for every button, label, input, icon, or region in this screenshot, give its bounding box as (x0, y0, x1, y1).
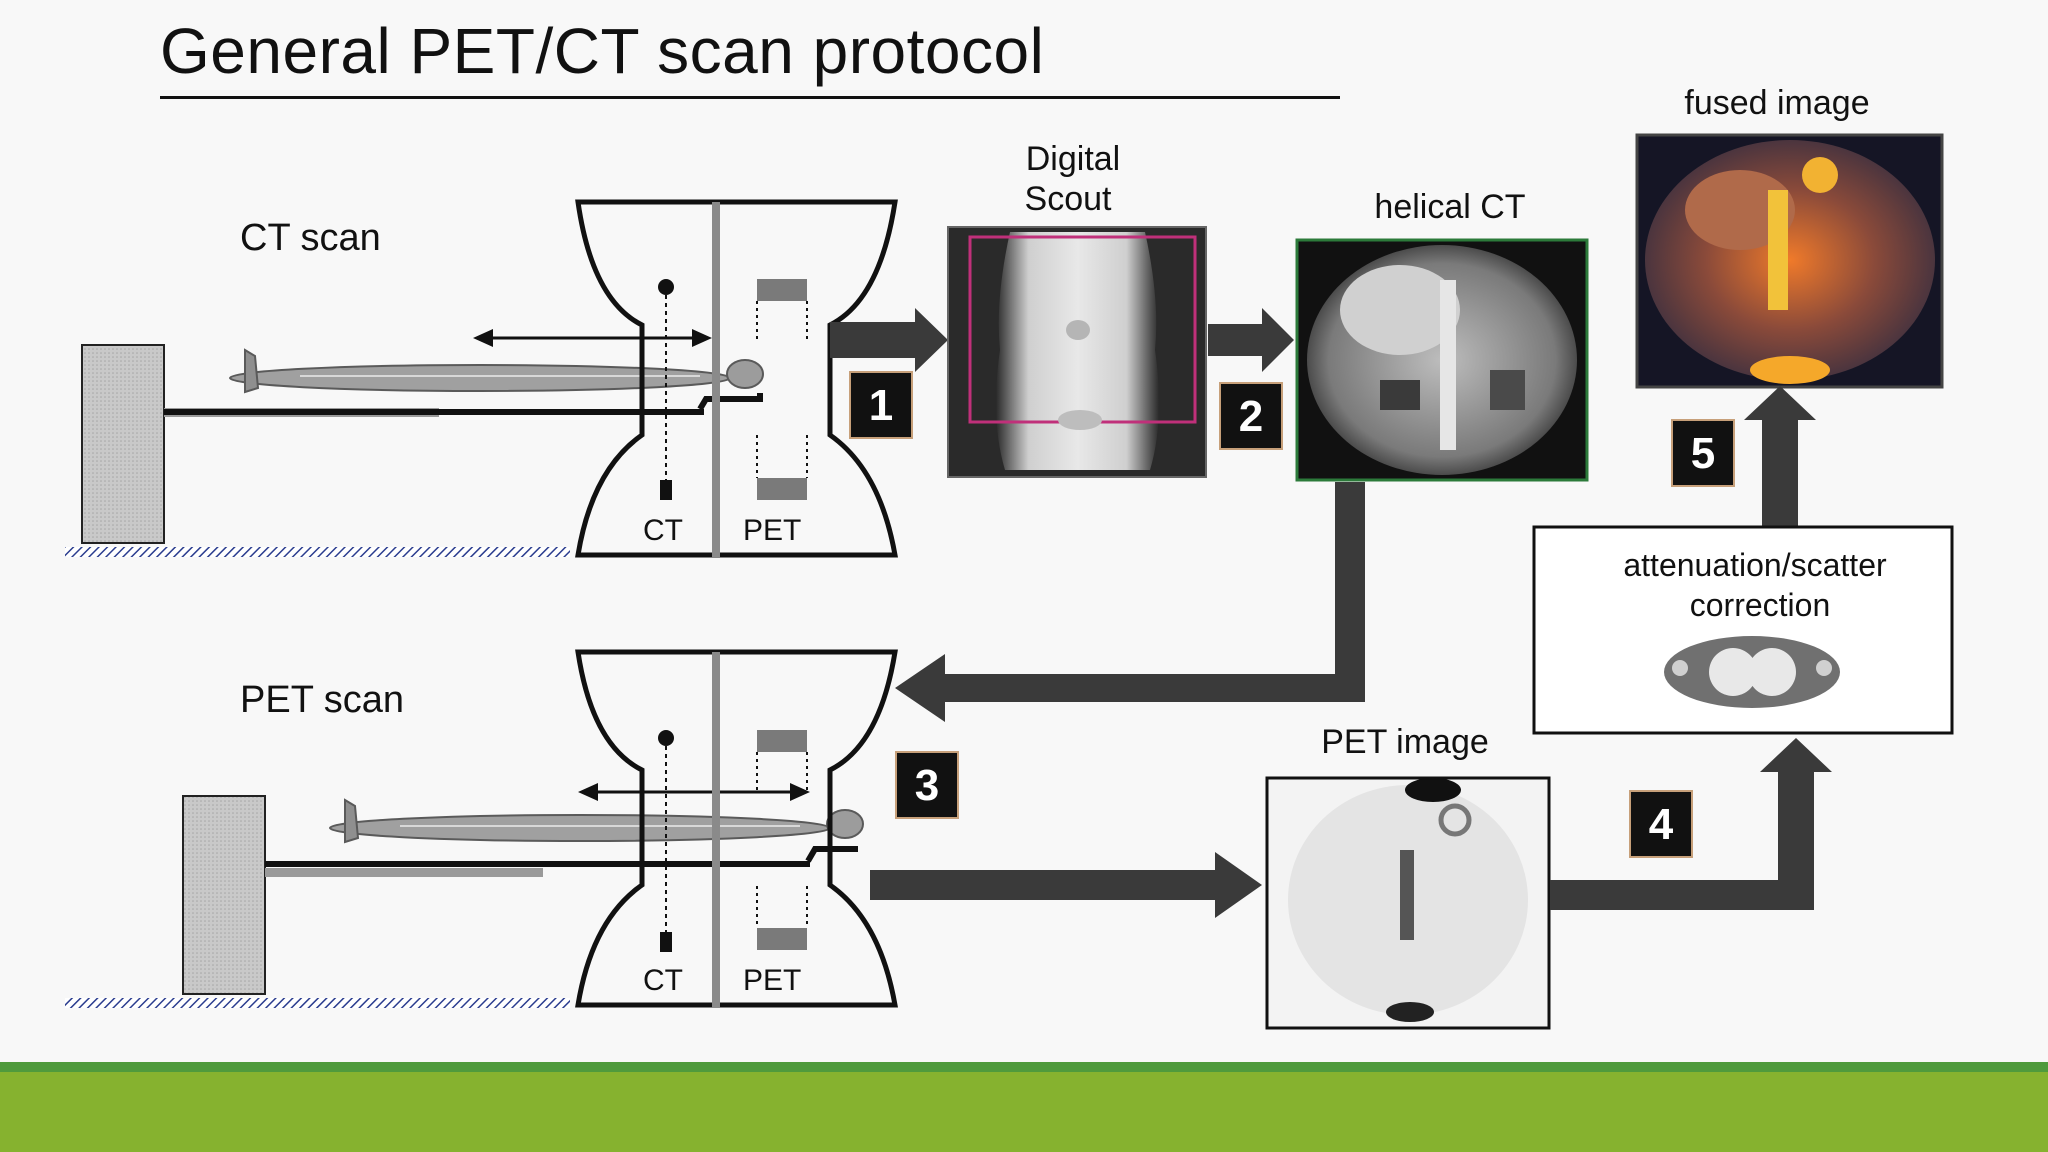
pet-image-label: PET image (1321, 723, 1489, 761)
slide-title: General PET/CT scan protocol (160, 15, 1045, 87)
step-4-arrow (1550, 738, 1832, 910)
ct-detector (660, 480, 672, 500)
fused-image-label: fused image (1684, 84, 1869, 122)
floor-hatch-2 (65, 998, 570, 1008)
pet-scan-setup: CT PET (65, 649, 898, 1008)
table-motion-arrow (473, 329, 712, 347)
gantry-divider (712, 202, 720, 557)
pet-gantry (575, 649, 898, 1008)
step-5-arrow (1744, 386, 1816, 528)
pet-detector-top-2 (757, 730, 807, 752)
table-base (81, 344, 165, 544)
step-3-number: 3 (915, 761, 939, 810)
ct-gantry (575, 199, 898, 558)
helical-ct-label: helical CT (1374, 188, 1525, 226)
step-2-arrow (1208, 308, 1294, 372)
correction-label-line1: attenuation/scatter (1623, 547, 1887, 583)
ct-to-pet-arrow (895, 482, 1365, 722)
gantry-ct-label-2: CT (643, 964, 683, 997)
step-1-badge: 1 (849, 371, 913, 439)
gantry-ct-label: CT (643, 514, 683, 547)
ct-scan-setup: CT PET (65, 199, 898, 558)
pet-detector-top (757, 279, 807, 301)
ct-source-dot (658, 279, 674, 295)
pet-ct-protocol-diagram: CT scan (65, 84, 1954, 1030)
table-base-2 (182, 795, 266, 995)
correction-box: attenuation/scatter correction (1532, 525, 1954, 735)
step-1-number: 1 (869, 381, 893, 430)
ct-source-dot-2 (658, 730, 674, 746)
step-2-number: 2 (1239, 392, 1263, 441)
ct-scan-label: CT scan (240, 217, 381, 259)
patient-table-2 (265, 861, 810, 867)
table-support-2 (265, 868, 543, 877)
helical-ct-image (1295, 238, 1589, 482)
correction-ct-slice (1664, 636, 1840, 708)
ct-detector-2 (660, 932, 672, 952)
step-4-number: 4 (1649, 800, 1674, 849)
table-motion-arrow-2 (578, 783, 810, 801)
pet-detector-bottom (757, 478, 807, 500)
pet-image (1265, 776, 1551, 1030)
fused-image (1635, 133, 1944, 389)
title-underline (160, 96, 1340, 99)
digital-scout-image (947, 226, 1207, 478)
floor-hatch (65, 547, 570, 557)
step-1-arrow (830, 308, 948, 372)
digital-scout-label-line2: Scout (1025, 180, 1112, 218)
step-4-badge: 4 (1629, 790, 1693, 858)
gantry-divider-2 (712, 652, 720, 1008)
pet-scan-label: PET scan (240, 679, 404, 721)
step-2-badge: 2 (1219, 382, 1283, 450)
patient-table (164, 409, 704, 415)
step-3-arrow (870, 852, 1262, 918)
step-5-badge: 5 (1671, 419, 1735, 487)
pet-detector-bottom-2 (757, 928, 807, 950)
correction-label-line2: correction (1690, 587, 1831, 623)
footer-accent-line (0, 1062, 2048, 1072)
footer-band (0, 1072, 2048, 1152)
patient-silhouette-2 (329, 798, 864, 844)
step-5-number: 5 (1691, 429, 1715, 478)
gantry-pet-label: PET (743, 514, 801, 547)
gantry-pet-label-2: PET (743, 964, 801, 997)
digital-scout-label-line1: Digital (1026, 140, 1120, 178)
step-3-badge: 3 (895, 751, 959, 819)
patient-silhouette (229, 348, 764, 394)
